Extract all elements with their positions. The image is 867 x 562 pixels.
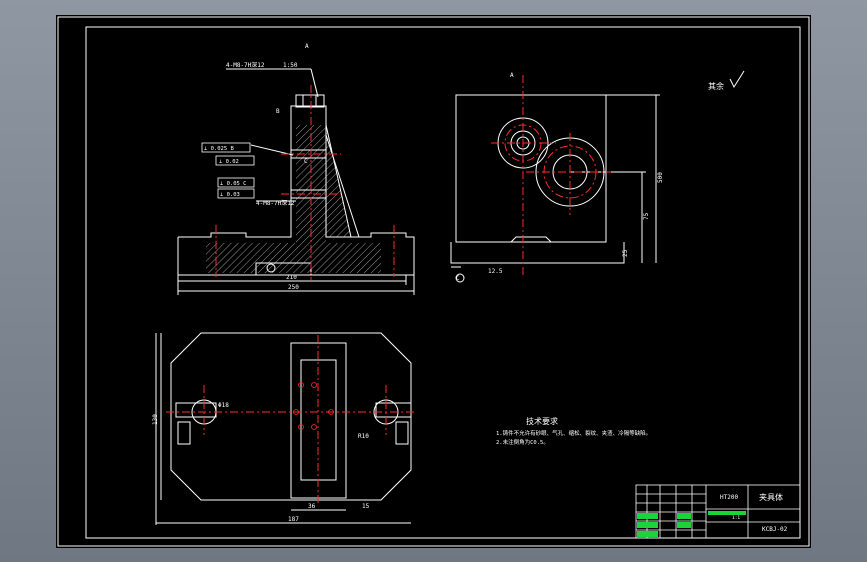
front-label-c: C xyxy=(304,158,308,165)
tb-green-4 xyxy=(677,513,691,519)
tb-material: HT200 xyxy=(720,494,738,501)
front-dim-210: 210 xyxy=(286,274,297,281)
side-datum-marker xyxy=(455,273,465,283)
drawing-sheet: 210 250 4-M8-7H深12 1:50 A B C 4-M8-7H深12… xyxy=(56,15,811,548)
tol-frame-perp xyxy=(201,142,251,153)
front-top-boss xyxy=(295,94,325,108)
title-block-green-cells xyxy=(637,511,746,537)
outer-frame xyxy=(57,16,810,547)
top-dim-15-text: 15 xyxy=(362,503,370,510)
top-outline xyxy=(170,332,412,501)
drawing-canvas: 210 250 4-M8-7H深12 1:50 A B C 4-M8-7H深12… xyxy=(57,16,810,547)
tb-drawing-no: KCBJ-02 xyxy=(762,526,788,533)
top-bolt-2 xyxy=(311,382,317,388)
side-centerlines xyxy=(491,75,611,275)
top-foot-left xyxy=(177,421,191,445)
tol-text-3: ⊥ 0.03 xyxy=(220,192,240,198)
front-callout-top2: 1:50 xyxy=(283,62,298,69)
tol-text-perp: ⊥ 0.025 B xyxy=(204,146,234,152)
side-dim-75: 75 xyxy=(643,212,650,220)
title-block-frame xyxy=(635,484,801,539)
side-base xyxy=(450,242,625,264)
tol-frame-1 xyxy=(215,155,255,166)
top-bolt-4 xyxy=(311,424,317,430)
top-slot-right xyxy=(375,402,412,418)
front-rib-line xyxy=(325,134,360,238)
front-hatch-region-base xyxy=(206,243,381,273)
front-centerlines xyxy=(215,85,395,280)
top-centerlines xyxy=(166,335,416,503)
tol-text-2: ⊥ 0.05 C xyxy=(220,181,247,187)
side-other-finish: 其余 xyxy=(708,81,724,91)
side-body xyxy=(455,94,607,243)
roughness-check-icon xyxy=(729,70,745,89)
front-callout-bottom: 4-M8-7H深12 xyxy=(256,199,295,207)
tb-part-name: 夹具体 xyxy=(759,492,783,502)
side-roughness: 12.5 xyxy=(488,268,503,275)
top-foot-right xyxy=(395,421,409,445)
front-callout-top: 4-M8-7H深12 xyxy=(226,61,265,69)
leader-tol xyxy=(250,144,294,156)
inner-frame xyxy=(85,26,801,539)
top-bolt-6 xyxy=(328,409,334,415)
top-bolt-1 xyxy=(298,382,304,388)
side-label-c: C xyxy=(456,275,460,282)
tolerance-frames xyxy=(201,142,255,199)
side-dim-500: 500 xyxy=(657,172,664,183)
side-label-a: A xyxy=(510,72,514,79)
top-dim-r10-text: R10 xyxy=(358,433,369,440)
tb-green-2 xyxy=(637,522,658,528)
title-block xyxy=(635,484,801,539)
tb-scale: 1:1 xyxy=(732,515,740,521)
top-slot-left xyxy=(175,402,217,418)
front-view xyxy=(177,68,415,295)
tol-frame-3 xyxy=(217,188,255,199)
side-bolt-circle xyxy=(543,145,597,199)
front-label-b: B xyxy=(276,108,280,115)
tb-green-6 xyxy=(708,511,746,515)
top-dim-130-text: 130 xyxy=(152,414,159,425)
tb-green-3 xyxy=(637,531,658,537)
leader-top-2 xyxy=(310,68,319,98)
roughness-symbol xyxy=(729,70,745,89)
side-dim-25: 25 xyxy=(622,249,629,257)
tol-frame-2 xyxy=(217,177,255,188)
top-bolt-5 xyxy=(293,409,299,415)
top-dim-187-text: 187 xyxy=(288,516,299,523)
notes-line-2: 2.未注倒角为C0.5。 xyxy=(496,438,549,446)
notes-line-1: 1.铸件不允许有砂眼、气孔、缩松、裂纹、夹渣、冷隔等缺陷。 xyxy=(496,429,651,437)
top-bolt-3 xyxy=(298,424,304,430)
tb-green-1 xyxy=(637,513,658,519)
top-view xyxy=(155,332,412,525)
top-dim-36-text: 36 xyxy=(308,503,316,510)
notes-heading: 技术要求 xyxy=(526,416,558,426)
top-dim-d18-text: Φ18 xyxy=(218,402,229,409)
front-rib xyxy=(325,124,352,238)
side-bolt-circle-small xyxy=(504,124,542,162)
front-dim-250: 250 xyxy=(288,284,299,291)
front-base-hole xyxy=(266,263,276,273)
front-label-a: A xyxy=(305,43,309,50)
top-bolt-holes xyxy=(293,382,334,430)
tb-green-5 xyxy=(677,522,691,528)
tol-text-1: ⊥ 0.02 xyxy=(219,159,239,165)
side-base-notch xyxy=(510,236,552,243)
